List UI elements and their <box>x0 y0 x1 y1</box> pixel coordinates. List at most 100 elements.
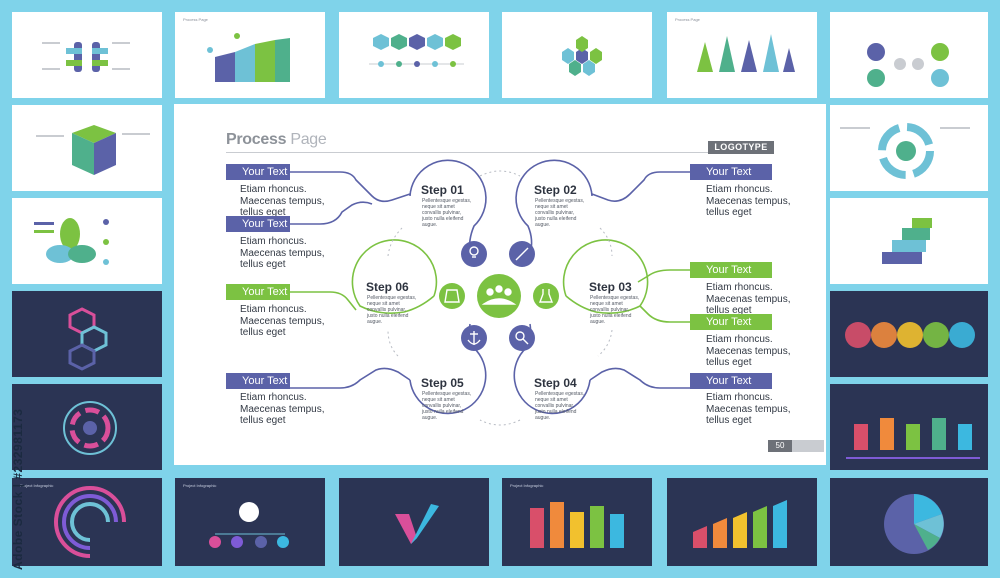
step-text-line: justo nulla eleifend <box>590 313 632 319</box>
thumbnail-graphic <box>884 494 944 554</box>
thumbnail-slide-11[interactable]: Project Infographic <box>12 478 162 566</box>
callout-line: Maecenas tempus, <box>706 293 791 305</box>
callout-label-4: Your Text <box>226 373 290 389</box>
step-01-title: Step 01 <box>421 183 464 197</box>
step-text-line: Pellentesque egestas, <box>590 295 640 301</box>
page-number: 50 <box>768 440 792 452</box>
thumbnail-slide-13[interactable] <box>830 198 988 284</box>
magnifier-icon <box>509 325 535 351</box>
thumbnail-slide-20[interactable] <box>667 478 817 566</box>
step-text-line: Pellentesque egestas, <box>535 198 585 204</box>
thumbnail-slide-10[interactable] <box>12 384 162 470</box>
callout-body-6: Etiam rhoncus. Maecenas tempus, tellus e… <box>706 282 826 317</box>
thumbnail-graphic <box>697 34 795 72</box>
thumbnail-slide-1[interactable] <box>12 12 162 98</box>
step-text-line: neque sit amet <box>590 301 623 307</box>
callout-line: tellus eget <box>706 357 752 368</box>
callout-label-5: Your Text <box>690 164 772 180</box>
step-02-title: Step 02 <box>534 183 577 197</box>
step-text-line: Pellentesque egestas, <box>535 391 585 397</box>
icon-glyphs <box>444 246 554 345</box>
thumbnail-slide-12[interactable] <box>830 105 988 191</box>
step-text-line: neque sit amet <box>422 397 455 403</box>
step-text-line: convallis pulvinar, <box>422 210 462 216</box>
thumbnail-graphic <box>530 502 624 548</box>
step-03-title: Step 03 <box>589 280 632 294</box>
callout-line: Etiam rhoncus. <box>706 334 773 345</box>
thumbnail-slide-7[interactable] <box>12 105 162 191</box>
step-text-line: convallis pulvinar, <box>367 307 407 313</box>
thumbnail-graphic <box>846 418 980 459</box>
callout-line: Etiam rhoncus. <box>706 184 773 195</box>
thumbnail-slide-19[interactable]: Project Infographic <box>502 478 652 566</box>
callout-body-7: Etiam rhoncus. Maecenas tempus, tellus e… <box>706 334 826 369</box>
callout-line: Etiam rhoncus. <box>240 392 307 403</box>
icon-ring <box>439 241 559 351</box>
thumbnail-slide-5[interactable]: Process Page <box>667 12 817 98</box>
callout-line: tellus eget <box>240 415 286 426</box>
thumbnail-slide-14[interactable] <box>830 291 988 377</box>
thumbnail-slide-18[interactable] <box>339 478 489 566</box>
callout-label-8: Your Text <box>690 373 772 389</box>
callout-line: Maecenas tempus, <box>706 195 791 207</box>
step-text-line: augue. <box>535 415 551 421</box>
connector-lines <box>290 171 705 389</box>
step-text-line: Pellentesque egestas, <box>422 198 472 204</box>
thumbnail-graphic <box>68 307 108 371</box>
callout-label-1: Your Text <box>226 164 290 180</box>
callout-line: tellus eget <box>706 305 752 316</box>
thumbnail-slide-4[interactable] <box>502 12 652 98</box>
callout-line: Maecenas tempus, <box>240 403 325 415</box>
flask-icon <box>533 283 559 309</box>
step-text-line: Pellentesque egestas, <box>367 295 417 301</box>
callout-line: Maecenas tempus, <box>240 195 325 207</box>
thumbnail-graphic <box>840 123 970 179</box>
thumbnail-slide-8[interactable] <box>12 198 162 284</box>
thumbnail-graphic <box>882 218 932 264</box>
step-02-shape <box>515 159 593 255</box>
thumbnail-graphic <box>693 500 787 548</box>
thumbnail-slide-3[interactable] <box>339 12 489 98</box>
step-text-line: Pellentesque egestas, <box>422 391 472 397</box>
callout-line: Etiam rhoncus. <box>706 392 773 403</box>
callout-line: tellus eget <box>240 207 286 218</box>
callout-line: Etiam rhoncus. <box>240 184 307 195</box>
callout-label-6: Your Text <box>690 262 772 278</box>
callout-line: Etiam rhoncus. <box>240 304 307 315</box>
step-text-line: augue. <box>367 319 383 325</box>
callout-line: Etiam rhoncus. <box>240 236 307 247</box>
lightbulb-icon <box>461 241 487 267</box>
thumbnail-slide-2[interactable]: Process Page <box>175 12 325 98</box>
step-03-shape <box>562 239 649 314</box>
thumbnail-graphic <box>845 322 975 348</box>
flow-arrows <box>387 170 613 426</box>
step-text-line: justo nulla eleifend <box>535 409 577 415</box>
step-text-line: convallis pulvinar, <box>590 307 630 313</box>
step-05-title: Step 05 <box>421 376 464 390</box>
thumbnail-graphic <box>867 43 949 87</box>
callout-body-8: Etiam rhoncus. Maecenas tempus, tellus e… <box>706 392 826 427</box>
step-text-line: neque sit amet <box>535 204 568 210</box>
thumbnail-title: Project Infographic <box>183 483 217 488</box>
step-text-line: justo nulla eleifend <box>422 409 464 415</box>
thumbnail-title: Process Page <box>183 17 208 22</box>
thumbnail-slide-16[interactable] <box>830 478 988 566</box>
step-04-title: Step 04 <box>534 376 577 390</box>
team-icon <box>477 274 521 318</box>
connector-lines-green <box>290 269 706 323</box>
step-01-shape <box>409 159 487 255</box>
step-text-line: augue. <box>422 415 438 421</box>
thumbnail-slide-6[interactable] <box>830 12 988 98</box>
thumbnail-slide-17[interactable]: Project Infographic <box>175 478 325 566</box>
money-bag-icon <box>439 283 465 309</box>
thumbnail-slide-15[interactable] <box>830 384 988 470</box>
thumbnail-graphic <box>209 502 289 548</box>
callout-line: tellus eget <box>706 415 752 426</box>
callout-line: Maecenas tempus, <box>240 315 325 327</box>
step-text-line: justo nulla eleifend <box>422 216 464 222</box>
thumbnail-slide-9[interactable] <box>12 291 162 377</box>
